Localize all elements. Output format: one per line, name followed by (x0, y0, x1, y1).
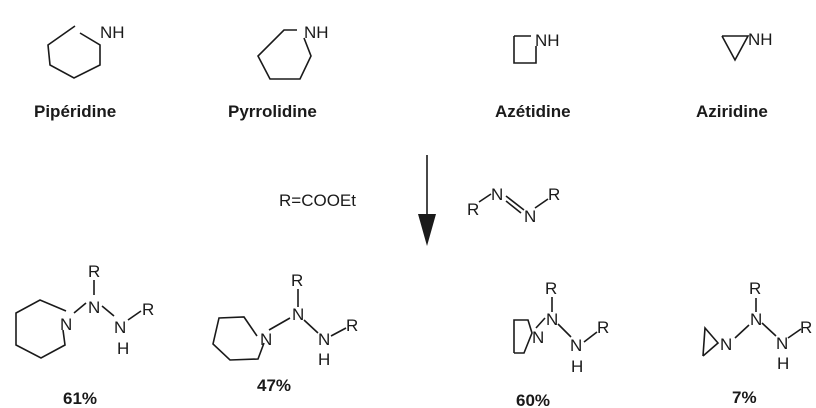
product-1-r-top: R (88, 262, 100, 281)
product-1-n-ring: N (60, 315, 72, 334)
product-4-ring-bonds (702, 326, 720, 357)
product-3-ring-bonds (513, 319, 533, 354)
product-2-r-top: R (291, 271, 303, 290)
product-2-yield: 47% (257, 376, 291, 395)
pyrrolidine-structure: NH (257, 23, 329, 80)
product-2-h: H (318, 350, 330, 369)
product-4-n-right: N (776, 334, 788, 353)
product-1-n-right: N (114, 318, 126, 337)
aziridine-ring-bonds (721, 35, 750, 62)
reagent-n-right: N (524, 207, 536, 226)
azetidine-ring-bonds (513, 36, 537, 64)
product-4-r-right: R (800, 318, 812, 337)
product-3-n-right: N (570, 336, 582, 355)
aziridine-structure: NH (721, 30, 773, 62)
product-3-r-top: R (545, 279, 557, 298)
product-2-n-ring: N (260, 330, 272, 349)
product-3-h: H (571, 357, 583, 376)
product-1-r-right: R (142, 300, 154, 319)
aziridine-nh-label: NH (748, 30, 773, 49)
product-1-yield: 61% (63, 389, 97, 408)
product-3-n-middle: N (546, 310, 558, 329)
reaction-arrow (418, 155, 436, 246)
product-3-yield: 60% (516, 391, 550, 408)
pyrrolidine-nh-label: NH (304, 23, 329, 42)
azetidine-structure: NH (513, 31, 560, 64)
piperidine-structure: NH (47, 23, 125, 79)
piperidine-nh-label: NH (100, 23, 125, 42)
reagent-n-left: N (491, 185, 503, 204)
product-4-r-top: R (749, 279, 761, 298)
product-aziridine-structure: N N R N H R (702, 279, 812, 373)
product-2-n-right: N (318, 330, 330, 349)
product-3-r-right: R (597, 318, 609, 337)
product-4-n-ring: N (720, 335, 732, 354)
product-3-n-ring: N (532, 328, 544, 347)
product-1-n-middle: N (88, 298, 100, 317)
product-4-yield: 7% (732, 388, 757, 407)
piperidine-ring-bonds (47, 25, 101, 79)
reagent-r-left: R (467, 200, 479, 219)
product-2-ring-bonds (212, 316, 265, 361)
product-piperidine-structure: N N R N H R (15, 262, 154, 359)
product-4-n-middle: N (750, 310, 762, 329)
pyrrolidine-ring-bonds (257, 29, 312, 80)
reagent-r-right: R (548, 185, 560, 204)
product-1-ring-bonds (15, 299, 67, 359)
piperidine-name: Pipéridine (34, 102, 116, 121)
product-azetidine-structure: N N R N H R (513, 279, 609, 376)
azodicarboxylate-structure: R N N R (467, 185, 560, 226)
product-4-h: H (777, 354, 789, 373)
product-1-h: H (117, 339, 129, 358)
product-pyrrolidine-structure: N N R N H R (212, 271, 358, 369)
azetidine-name: Azétidine (495, 102, 571, 121)
r-definition-label: R=COOEt (279, 191, 356, 210)
azetidine-nh-label: NH (535, 31, 560, 50)
product-2-r-right: R (346, 316, 358, 335)
pyrrolidine-name: Pyrrolidine (228, 102, 317, 121)
product-2-n-middle: N (292, 305, 304, 324)
aziridine-name: Aziridine (696, 102, 768, 121)
